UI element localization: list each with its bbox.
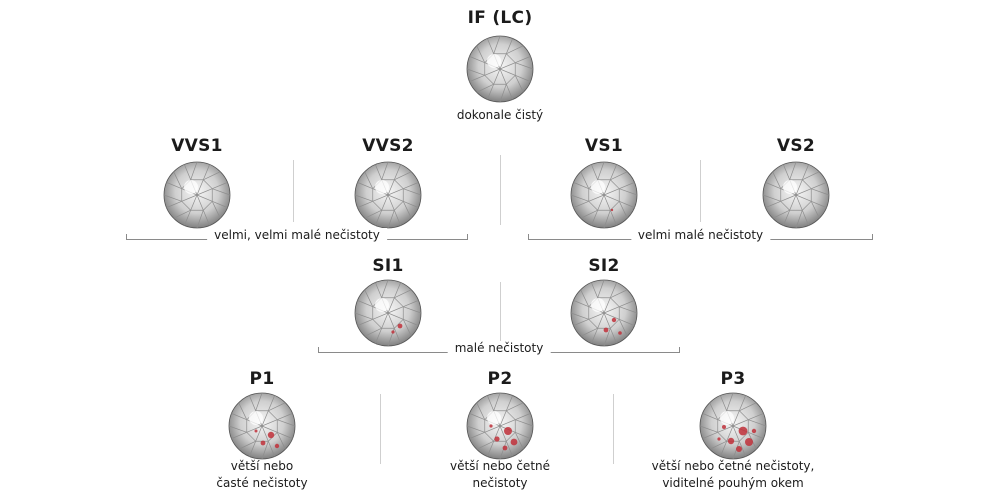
diamond-vs2 [760, 160, 832, 234]
grade-title-if: IF (LC) [467, 8, 533, 28]
grade-title-vvs2: VVS2 [362, 136, 414, 156]
bracket-si: malé nečistoty [318, 341, 680, 355]
grade-title-si2: SI2 [588, 256, 620, 276]
diamond-si2 [568, 278, 640, 352]
grade-title-vs1: VS1 [584, 136, 624, 156]
grade-desc-p2-line1: větší nebo četné [449, 459, 551, 473]
diamond-p1 [226, 391, 298, 465]
divider-p1-p2 [380, 394, 381, 464]
group-label-si: malé nečistoty [447, 341, 551, 355]
diamond-p3 [697, 391, 769, 465]
diamond-if [464, 34, 536, 108]
diamond-vvs1 [161, 160, 233, 234]
grade-title-si1: SI1 [372, 256, 404, 276]
divider-p2-p3 [613, 394, 614, 464]
group-label-vvs: velmi, velmi malé nečistoty [207, 228, 387, 242]
grade-desc-p2: větší nebo četné nečistoty [450, 458, 550, 492]
grade-desc-p3-line2: viditelné pouhým okem [662, 476, 804, 490]
diamond-vvs2 [352, 160, 424, 234]
grade-title-p1: P1 [249, 369, 275, 389]
grade-desc-p3-line1: větší nebo četné nečistoty, [651, 459, 815, 473]
grade-title-p3: P3 [720, 369, 746, 389]
grade-desc-p1: větší nebo časté nečistoty [216, 458, 307, 492]
grade-title-vs2: VS2 [776, 136, 816, 156]
grade-title-p2: P2 [487, 369, 513, 389]
grade-desc-p1-line2: časté nečistoty [216, 476, 308, 490]
divider-si [500, 282, 501, 344]
diamond-si1 [352, 278, 424, 352]
grade-desc-p1-line1: větší nebo [230, 459, 294, 473]
grade-desc-p2-line2: nečistoty [472, 476, 528, 490]
grade-title-vvs1: VVS1 [171, 136, 223, 156]
diamond-vs1 [568, 160, 640, 234]
bracket-vs: velmi malé nečistoty [528, 228, 873, 242]
divider-vs [700, 160, 701, 222]
bracket-vvs: velmi, velmi malé nečistoty [126, 228, 468, 242]
grade-desc-if: dokonale čistý [456, 108, 544, 122]
group-label-vs: velmi malé nečistoty [630, 228, 771, 242]
divider-vvs [293, 160, 294, 222]
divider-center-row2 [500, 155, 501, 225]
diamond-p2 [464, 391, 536, 465]
grade-desc-p3: větší nebo četné nečistoty, viditelné po… [652, 458, 815, 492]
